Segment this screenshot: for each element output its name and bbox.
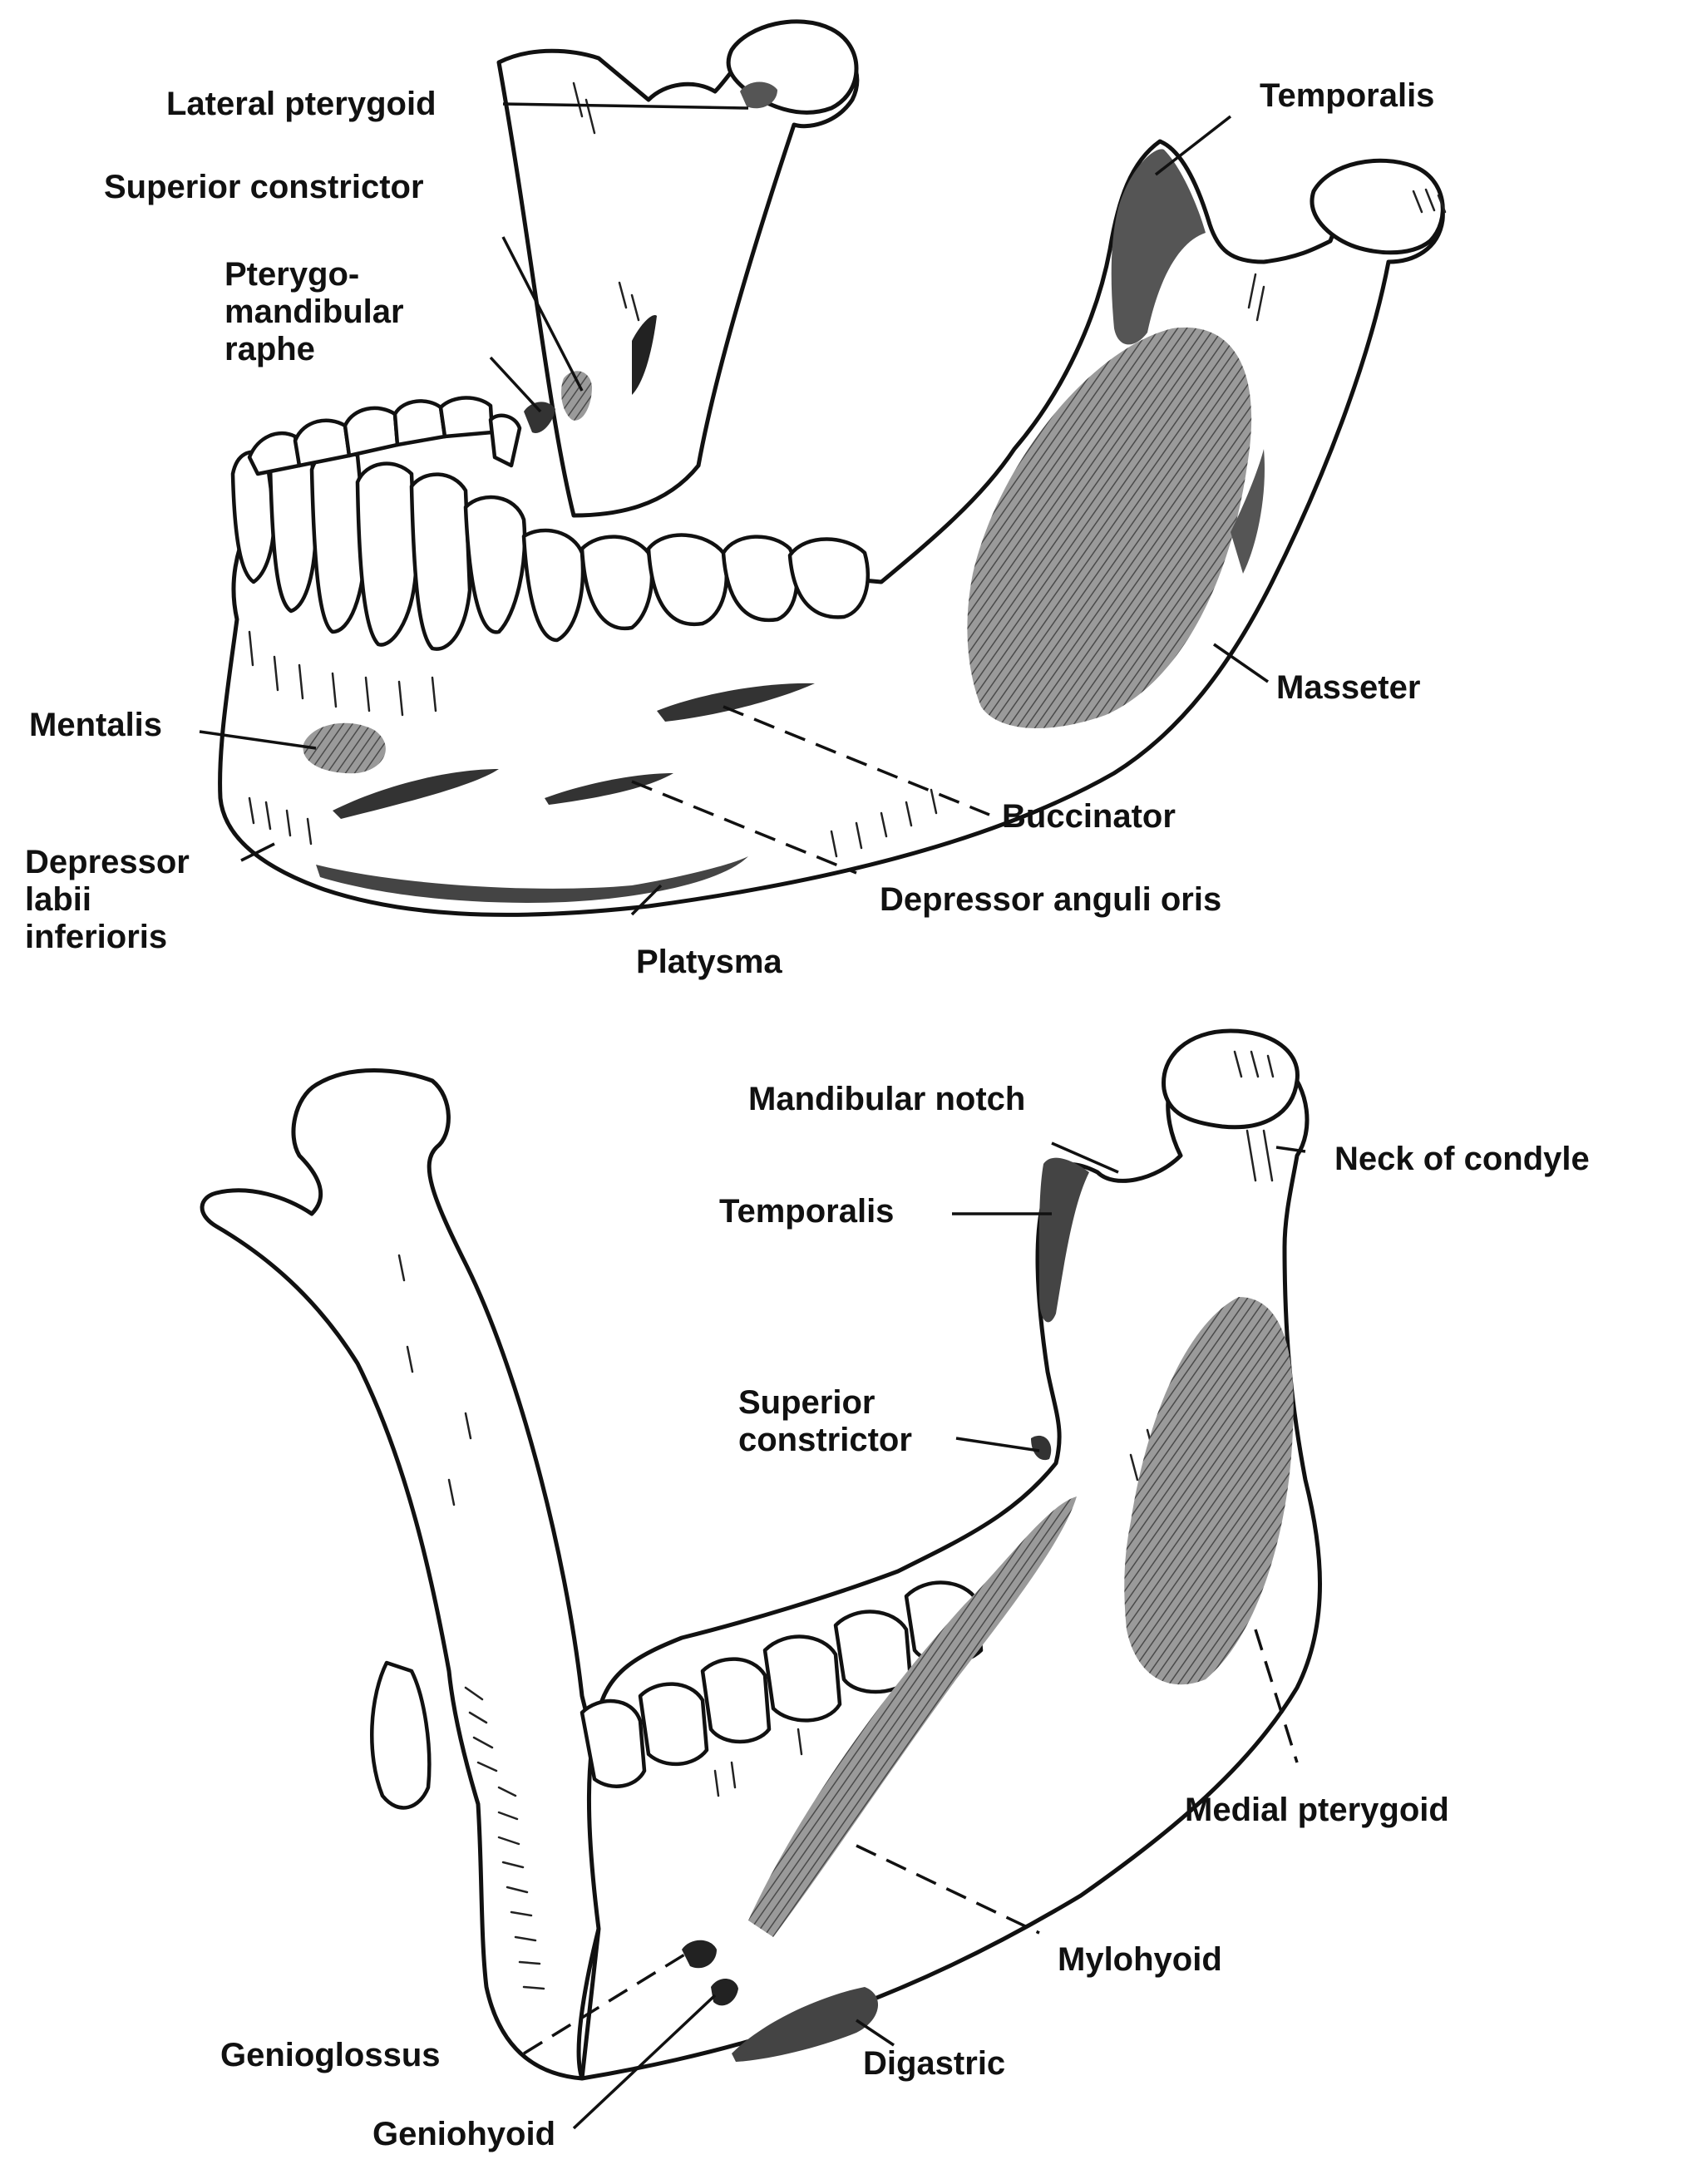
mandible-medial-left [200,1068,612,2081]
label-digastric: Digastric [863,2045,1006,2082]
label-depressor-labii-line-3: inferioris [25,918,168,955]
lateral-pterygoid-attachment [740,81,777,109]
near-condyle [1310,158,1445,255]
medial-muscle-areas [682,1157,1294,2062]
label-geniohyoid: Geniohyoid [372,2116,555,2152]
medial-condyle [1162,1028,1300,1130]
label-lateral-pterygoid: Lateral pterygoid [166,86,437,122]
label-depressor-labii-inferioris: Depressor labii inferioris [25,844,190,955]
mylohyoid-line-lateral [632,315,657,395]
superior-constrictor-medial [1031,1435,1052,1461]
label-superior-constrictor: Superior constrictor [104,169,424,205]
label-platysma: Platysma [636,944,782,980]
digastric-attachment [732,1987,879,2062]
label-mentalis: Mentalis [29,707,163,743]
medial-left-teeth [370,1660,432,1810]
masseter-attachment [967,327,1252,729]
lateral-muscle-areas [303,81,1265,903]
temporalis-attachment-lateral [1111,149,1206,345]
genioglossus-attachment [682,1940,717,1969]
label-superior-constrictor-medial: Superior constrictor [738,1384,912,1459]
label-masseter: Masseter [1276,669,1421,706]
medial-pterygoid-attachment [1124,1297,1294,1685]
label-superior-constrictor-line-2: constrictor [738,1421,912,1458]
lower-teeth-lateral [230,446,870,651]
mentalis-attachment [303,722,386,774]
label-depressor-labii-line-2: labii [25,880,92,918]
label-medial-pterygoid: Medial pterygoid [1185,1792,1449,1828]
label-depressor-anguli-oris: Depressor anguli oris [880,881,1222,918]
medial-leaders [523,1141,1306,2130]
geniohyoid-attachment [711,1979,738,2006]
lateral-hatching [248,81,1447,858]
label-temporalis-medial: Temporalis [719,1193,895,1230]
lateral-view [199,19,1447,917]
label-temporalis-lateral: Temporalis [1260,77,1435,114]
masseter-rim [1231,449,1265,574]
mylohyoid-attachment [748,1496,1077,1937]
label-genioglossus: Genioglossus [220,2037,441,2073]
label-raphe-line-2: mandibular [224,293,404,330]
label-pterygomandibular-raphe: Pterygo- mandibular raphe [224,256,404,367]
superior-constrictor-attachment-lateral [561,371,592,421]
depressor-labii-attachment [333,769,499,819]
depressor-anguli-attachment [545,773,673,805]
label-mylohyoid: Mylohyoid [1058,1941,1222,1978]
label-raphe-line-1: Pterygo- [224,256,360,293]
platysma-attachment [316,856,748,903]
upper-back-teeth-lateral [247,396,522,476]
label-superior-constrictor-line-1: Superior [738,1384,876,1421]
pterygomandibular-raphe-attachment [524,402,555,433]
label-mandibular-notch: Mandibular notch [748,1081,1026,1117]
label-buccinator: Buccinator [1002,798,1176,835]
label-neck-of-condyle: Neck of condyle [1334,1141,1590,1177]
medial-hatching [397,1050,1275,1990]
label-depressor-labii-line-1: Depressor [25,844,190,880]
temporalis-attachment-medial [1038,1157,1089,1323]
buccinator-attachment [657,683,815,722]
medial-view [200,1028,1322,2130]
lateral-leaders [199,102,1269,916]
label-raphe-line-3: raphe [224,330,315,367]
